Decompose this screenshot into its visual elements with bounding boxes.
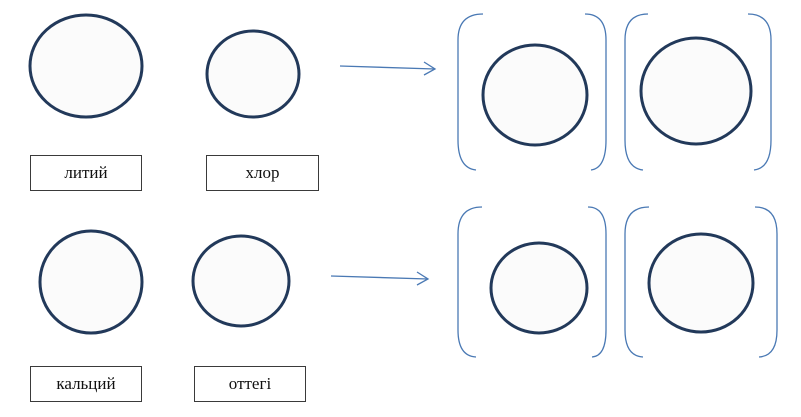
right-bracket-ion-1-top xyxy=(584,13,607,171)
chlorine-atom-circle xyxy=(205,29,301,119)
oxygen-atom-circle xyxy=(191,234,291,328)
calcium-atom-circle xyxy=(38,229,144,335)
left-bracket-ion-1-bottom xyxy=(457,206,483,358)
right-bracket-ion-2-bottom xyxy=(754,206,778,358)
right-bracket-ion-2-top xyxy=(747,13,772,171)
arrow-icon-bottom xyxy=(330,271,430,286)
lithium-label: литий xyxy=(30,155,142,191)
left-bracket-ion-1-top xyxy=(457,13,484,171)
oxide-ion-circle xyxy=(647,232,755,334)
chlorine-label: хлор xyxy=(206,155,319,191)
oxygen-label: оттегі xyxy=(194,366,306,402)
calcium-ion-circle xyxy=(489,241,589,335)
left-bracket-ion-2-bottom xyxy=(624,206,650,358)
lithium-ion-circle xyxy=(481,43,589,147)
arrow-icon-top xyxy=(339,61,437,76)
left-bracket-ion-2-top xyxy=(624,13,649,171)
chloride-ion-circle xyxy=(639,36,753,146)
right-bracket-ion-1-bottom xyxy=(587,206,607,358)
calcium-label: кальций xyxy=(30,366,142,402)
lithium-atom-circle xyxy=(28,13,144,119)
